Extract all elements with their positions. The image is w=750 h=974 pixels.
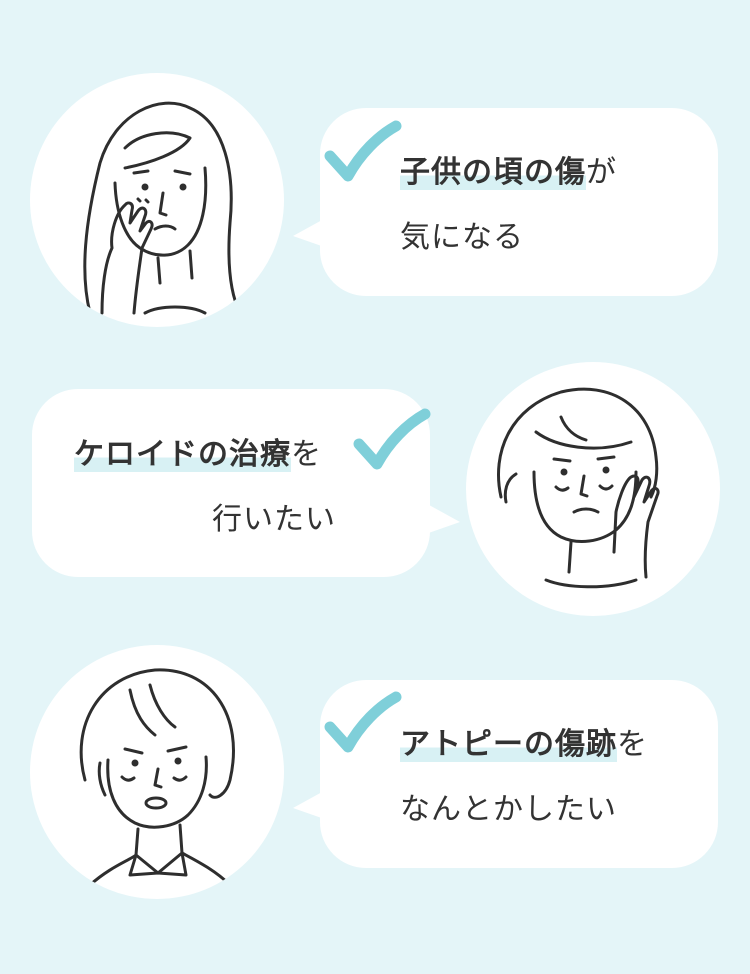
concern-1-particle: が [586, 155, 617, 190]
check-icon [353, 408, 431, 470]
check-icon [324, 120, 402, 182]
speech-bubble-tail [420, 500, 460, 536]
speech-bubble-keloid-treatment [32, 389, 430, 577]
concern-2-bold: ケロイドの治療 [74, 437, 291, 472]
check-icon [324, 691, 402, 753]
speech-bubble-childhood-scar [320, 108, 718, 296]
concern-1-headline: 子供の頃の傷が [400, 153, 617, 193]
avatar-woman-long-hair [30, 73, 284, 327]
concern-3-headline: アトピーの傷跡を [400, 725, 648, 765]
concern-3-subline: なんとかしたい [400, 792, 617, 827]
concern-2-headline: ケロイドの治療を [74, 435, 322, 475]
avatar-woman-bob-hair [30, 645, 284, 899]
concern-1-bold: 子供の頃の傷 [400, 155, 586, 190]
speech-bubble-atopy-scar [320, 680, 718, 868]
concern-3-bold: アトピーの傷跡 [400, 727, 617, 762]
concern-1-subline: 気になる [400, 220, 524, 255]
older-woman-illustration [497, 387, 660, 589]
avatar-older-woman [466, 362, 720, 616]
concern-2-particle: を [291, 437, 322, 472]
concern-2-subline: 行いたい [212, 502, 336, 537]
worried-bob-woman-illustration [79, 668, 235, 887]
worried-woman-illustration [83, 101, 242, 315]
concern-3-particle: を [617, 727, 648, 762]
